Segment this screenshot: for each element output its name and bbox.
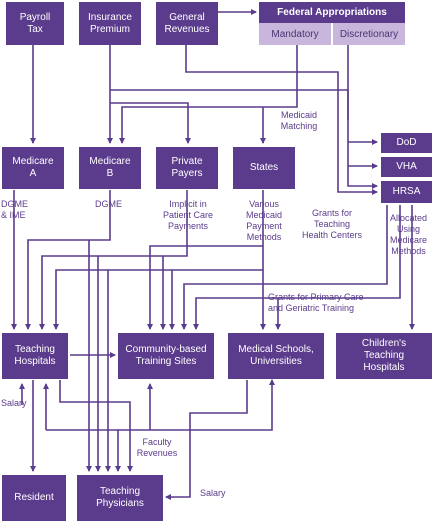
resident-box: Resident <box>2 475 66 521</box>
mandatory-box: Mandatory <box>259 23 331 45</box>
insurance-premium-box: Insurance Premium <box>79 2 141 45</box>
private-payers-box: Private Payers <box>156 147 218 189</box>
salary-bottom-label: Salary <box>200 488 226 498</box>
vha-box: VHA <box>381 157 432 177</box>
teaching-hospitals-box: Teaching Hospitals <box>2 333 68 379</box>
dod-box: DoD <box>381 133 432 153</box>
medicaid-matching-label: Medicaid Matching <box>280 110 318 131</box>
dgme-ime-label: DGME & IME <box>1 199 28 220</box>
federal-appropriations-box: Federal Appropriations <box>259 2 405 23</box>
hrsa-box: HRSA <box>381 181 432 203</box>
medical-schools-box: Medical Schools, Universities <box>228 333 324 379</box>
faculty-revenues-label: Faculty Revenues <box>136 437 178 458</box>
dgme-label: DGME <box>95 199 122 209</box>
community-training-sites-box: Community-based Training Sites <box>118 333 214 379</box>
states-box: States <box>233 147 295 189</box>
implicit-payments-label: Implicit in Patient Care Payments <box>162 199 214 231</box>
grants-primary-care-label: Grants for Primary Care and Geriatric Tr… <box>268 292 364 313</box>
teaching-physicians-box: Teaching Physicians <box>77 475 163 521</box>
childrens-teaching-hospitals-box: Children's Teaching Hospitals <box>336 333 432 379</box>
discretionary-box: Discretionary <box>333 23 405 45</box>
general-revenues-box: General Revenues <box>156 2 218 45</box>
grants-teaching-health-label: Grants for Teaching Health Centers <box>301 208 363 240</box>
payroll-tax-box: Payroll Tax <box>6 2 64 45</box>
medicare-a-box: Medicare A <box>2 147 64 189</box>
allocated-medicare-label: Allocated Using Medicare Methods <box>389 213 428 256</box>
salary-left-label: Salary <box>1 398 27 408</box>
medicare-b-box: Medicare B <box>79 147 141 189</box>
various-medicaid-label: Various Medicaid Payment Methods <box>245 199 283 242</box>
